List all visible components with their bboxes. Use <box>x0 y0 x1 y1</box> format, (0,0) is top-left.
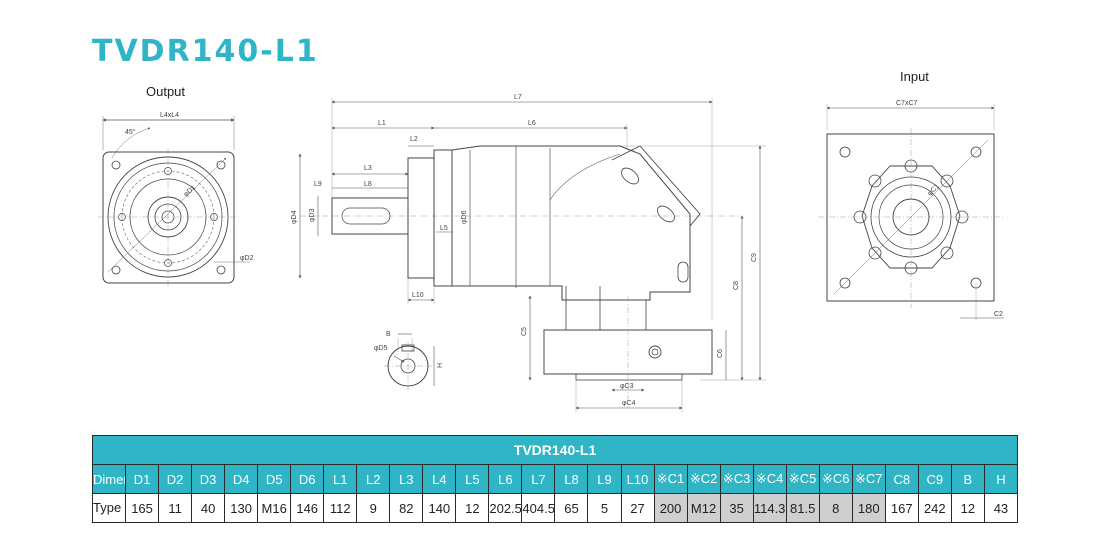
column-header: ※C4 <box>752 464 787 494</box>
d2-label: φD2 <box>240 255 254 262</box>
column-header: D3 <box>191 464 226 494</box>
table-cell: 112 <box>323 493 358 523</box>
table-cell: 12 <box>455 493 490 523</box>
table-cell: 82 <box>389 493 424 523</box>
table-cell: 8 <box>818 493 853 523</box>
table-cell: 202.5 <box>488 493 523 523</box>
table-cell: 11 <box>158 493 193 523</box>
side-view: L7 L1 L6 L2 L3 L9 L8 φD4 φD3 φD6 L5 L10 <box>291 94 766 412</box>
row-label: Type Ⅰ <box>91 493 127 523</box>
d6-label: φD6 <box>461 210 468 224</box>
column-header: C8 <box>884 464 919 494</box>
angle-label: 45° <box>125 128 136 136</box>
table-cell: 35 <box>719 493 754 523</box>
output-flange-side <box>407 157 435 279</box>
c4-label: φC4 <box>622 400 636 407</box>
output-label: Output <box>146 84 185 99</box>
column-header: D6 <box>290 464 325 494</box>
column-header: C9 <box>917 464 952 494</box>
column-header: H <box>983 464 1019 494</box>
column-header: ※C2 <box>686 464 721 494</box>
table-cell: 242 <box>917 493 952 523</box>
table-cell: 140 <box>422 493 457 523</box>
table-cell: 40 <box>191 493 226 523</box>
d4-label: φD4 <box>291 210 298 224</box>
l7-label: L7 <box>514 94 522 101</box>
dimension-header: Dimension <box>91 464 127 494</box>
c9-label: C9 <box>751 253 758 262</box>
table-title: TVDR140-L1 <box>92 435 1018 465</box>
technical-drawing: Output L4xL4 45° φD1 φD2 <box>98 69 1004 412</box>
l9-label: L9 <box>314 181 322 188</box>
table-cell: 12 <box>950 493 985 523</box>
table-cell: 114.3 <box>752 493 787 523</box>
column-header: L4 <box>422 464 457 494</box>
table-cell: 165 <box>125 493 160 523</box>
table-cell: M16 <box>257 493 292 523</box>
table-cell: 146 <box>290 493 325 523</box>
l6-label: L6 <box>528 120 536 127</box>
d3-label: φD3 <box>309 208 316 222</box>
table-cell: 200 <box>653 493 688 523</box>
l5-label: L5 <box>440 225 448 232</box>
table-cell: 9 <box>356 493 391 523</box>
table-cell: 27 <box>620 493 655 523</box>
c8-label: C8 <box>733 281 740 290</box>
shaft-section-view: B φD5 H <box>374 331 444 390</box>
column-header: L3 <box>389 464 424 494</box>
c7xc7-label: C7xC7 <box>896 100 918 107</box>
output-view: Output L4xL4 45° φD1 φD2 <box>98 84 254 288</box>
table-cell: M12 <box>686 493 721 523</box>
column-header: ※C6 <box>818 464 853 494</box>
input-view: Input C7xC7 φC1 C2 <box>818 69 1004 320</box>
table-cell: 43 <box>983 493 1019 523</box>
column-header: L9 <box>587 464 622 494</box>
column-header: ※C7 <box>851 464 886 494</box>
l2-label: L2 <box>410 136 418 143</box>
column-header: B <box>950 464 985 494</box>
page-title: TVDR140-L1 <box>92 34 319 69</box>
c2-label: C2 <box>994 311 1003 318</box>
column-header: D1 <box>125 464 160 494</box>
l8-label: L8 <box>364 181 372 188</box>
column-header: ※C3 <box>719 464 754 494</box>
gearbox-body <box>451 145 691 301</box>
table-cell: 167 <box>884 493 919 523</box>
table-cell: 180 <box>851 493 886 523</box>
column-header: D4 <box>224 464 259 494</box>
c3-label: φC3 <box>620 383 634 390</box>
b-label: B <box>386 331 391 338</box>
input-label: Input <box>900 69 929 84</box>
table-cell: 404.5 <box>521 493 556 523</box>
column-header: L6 <box>488 464 523 494</box>
table-cell: 65 <box>554 493 589 523</box>
l1-label: L1 <box>378 120 386 127</box>
column-header: L7 <box>521 464 556 494</box>
column-header: D2 <box>158 464 193 494</box>
output-flange <box>102 151 235 284</box>
d1-label: φD1 <box>183 184 198 198</box>
input-flange <box>826 133 995 302</box>
column-header: D5 <box>257 464 292 494</box>
column-header: ※C1 <box>653 464 688 494</box>
h-label: H <box>437 363 444 368</box>
l3-label: L3 <box>364 165 372 172</box>
column-header: L2 <box>356 464 391 494</box>
column-header: ※C5 <box>785 464 820 494</box>
c1-label: φC1 <box>926 183 941 198</box>
d5-label: φD5 <box>374 345 388 352</box>
table-cell: 130 <box>224 493 259 523</box>
table-cell: 81.5 <box>785 493 820 523</box>
c5-label: C5 <box>521 327 528 336</box>
column-header: L10 <box>620 464 655 494</box>
l4xl4-label: L4xL4 <box>160 112 179 119</box>
l10-label: L10 <box>412 292 424 299</box>
column-header: L8 <box>554 464 589 494</box>
c6-label: C6 <box>717 349 724 358</box>
column-header: L1 <box>323 464 358 494</box>
dimension-table: TVDR140-L1 Dimension D1D2D3D4D5D6L1L2L3L… <box>91 435 1019 523</box>
column-header: L5 <box>455 464 490 494</box>
table-cell: 5 <box>587 493 622 523</box>
